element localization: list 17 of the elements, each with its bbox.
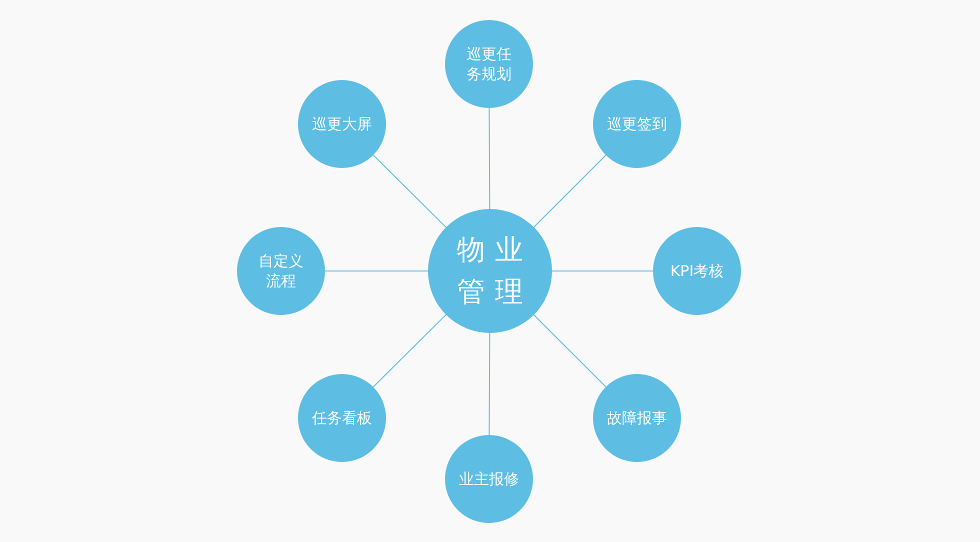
topic-label: 自定义流程	[258, 250, 304, 292]
topic-label: 任务看板	[311, 408, 373, 428]
topic-label: 巡更任务规划	[466, 44, 512, 84]
connector-line	[488, 332, 490, 436]
topic-label: 巡更大屏	[311, 114, 373, 134]
topic-label: KPI考核	[669, 260, 725, 282]
topic-label: 故障报事	[606, 408, 668, 428]
connector-line	[372, 314, 446, 388]
topic-label: 巡更签到	[606, 114, 668, 134]
connector-line	[552, 270, 654, 272]
connector-line	[533, 314, 606, 388]
connector-line	[488, 108, 490, 210]
topic-label: 业主报修	[458, 468, 520, 490]
connector-line	[533, 154, 606, 228]
connector-line	[324, 270, 428, 272]
topic-label: 物业管理	[456, 232, 534, 310]
connector-line	[372, 154, 446, 228]
